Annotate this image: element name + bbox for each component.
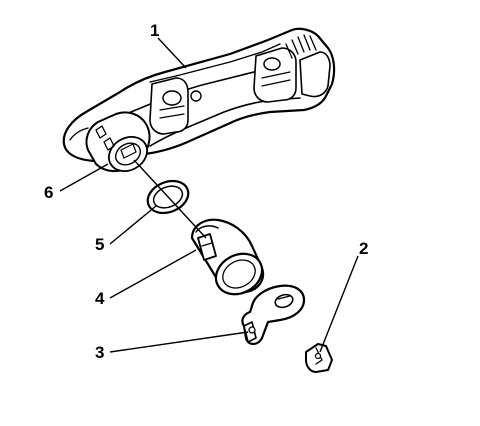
handle-housing [62,27,336,172]
callout-labels: 1 2 3 4 5 6 [44,21,368,362]
lock-cylinder [190,218,265,296]
callout-6: 6 [44,183,53,202]
callout-3: 3 [95,343,104,362]
retaining-clip [305,343,333,373]
callout-1: 1 [150,21,159,40]
callout-5: 5 [95,235,104,254]
callout-4: 4 [95,289,105,308]
callout-2: 2 [359,239,368,258]
leader-lines [59,37,359,353]
cam-retainer [241,284,306,346]
